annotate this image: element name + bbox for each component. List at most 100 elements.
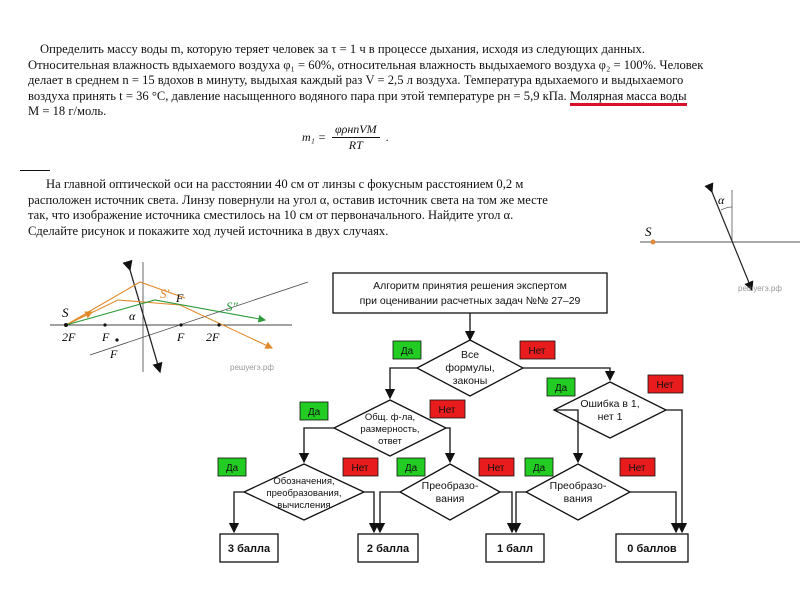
problem-1-text: Определить массу воды m, которую теряет … xyxy=(28,42,788,120)
yes-tag xyxy=(392,340,422,360)
F-right-label: F xyxy=(176,330,185,344)
decision-notation-line-3: вычисления xyxy=(277,500,330,511)
arrow xyxy=(554,409,584,464)
ray-diagram: S S′ S″ F α 2F F F F 2F решуегэ.рф xyxy=(50,259,309,374)
source-label: S xyxy=(645,224,652,239)
angle-arc xyxy=(720,206,733,211)
tilted-lens xyxy=(122,259,163,374)
yes-label: Да xyxy=(401,346,414,357)
decision-general-formula xyxy=(332,399,448,457)
decision-general-line-3: ответ xyxy=(378,436,402,447)
problem-2-line-1: На главной оптической оси на расстоянии … xyxy=(46,177,524,191)
problem-2-line-4: Сделайте рисунок и покажите ход лучей ис… xyxy=(28,223,389,238)
watermark: решуегэ.рф xyxy=(738,284,782,293)
decision-general-line-1: Общ. ф-ла, xyxy=(365,412,415,423)
flowchart-title-box xyxy=(332,272,608,314)
arrow xyxy=(630,491,682,534)
arrow xyxy=(666,409,688,534)
2F-right-label: 2F xyxy=(206,330,220,344)
decision-general-line-2: размерность, xyxy=(360,424,419,435)
yes-tag xyxy=(546,377,576,397)
decision-error-line-2: нет 1 xyxy=(598,411,623,423)
yes-label: Да xyxy=(405,463,418,474)
problem-1-line-4: воздуха принять t = 36 °C, давление насы… xyxy=(28,88,788,106)
result-1-label: 1 балл xyxy=(497,543,533,555)
decision-error-line-1: Ошибка в 1, xyxy=(580,398,639,410)
focus-dot xyxy=(179,323,183,327)
problem-1-line-3: делает в среднем n = 15 вдохов в минуту,… xyxy=(28,73,684,87)
no-tag xyxy=(478,457,515,477)
yes-label: Да xyxy=(555,383,568,394)
yes-label: Да xyxy=(533,463,546,474)
problem-2-line-3: так, что изображение источника сместилос… xyxy=(28,208,514,222)
S-prime-label: S′ xyxy=(160,286,170,301)
formula-end: . xyxy=(385,130,389,144)
decision-all-line-2: формулы, xyxy=(445,362,494,374)
arrow xyxy=(374,491,400,534)
yes-tag xyxy=(396,457,426,477)
focus-dot xyxy=(103,323,107,327)
arrow xyxy=(364,491,380,534)
yes-tag xyxy=(524,457,554,477)
result-2-points xyxy=(357,533,419,563)
flowchart xyxy=(217,272,689,563)
result-2-label: 2 балла xyxy=(367,543,410,555)
problem-1-line-5: M = 18 г/моль. xyxy=(28,104,107,118)
result-0-points xyxy=(615,533,689,563)
arrow xyxy=(298,427,334,464)
problem-1-line-2: Относительная влажность вдыхаемого возду… xyxy=(28,57,704,72)
no-label: Нет xyxy=(487,463,504,474)
source-point xyxy=(64,323,68,327)
formula-lhs: m₁ = xyxy=(302,130,326,144)
yes-tag xyxy=(299,401,329,421)
secondary-axis xyxy=(89,281,309,356)
arrow xyxy=(510,491,526,534)
arrow xyxy=(444,427,456,464)
source-point xyxy=(650,239,656,245)
formula-denominator: RT xyxy=(348,138,363,152)
2F-left-label: 2F xyxy=(62,330,76,344)
arrow xyxy=(384,367,417,400)
no-label: Нет xyxy=(351,463,368,474)
problem-1-line-1: Определить массу воды m, которую теряет … xyxy=(40,42,645,56)
tilted-lens-diagram: S α решуегэ.рф xyxy=(640,182,800,293)
decision-notation-line-2: преобразования, xyxy=(267,488,342,499)
no-tag xyxy=(619,457,656,477)
decision-transform-1-line-1: Преобразо- xyxy=(422,480,479,492)
orange-ray-2 xyxy=(65,281,186,326)
decision-transform-2-line-1: Преобразо- xyxy=(550,480,607,492)
decision-notation xyxy=(242,463,366,521)
F-top-label: F xyxy=(175,291,184,305)
result-0-label: 0 баллов xyxy=(627,543,677,555)
separator-line xyxy=(20,170,50,171)
flowchart-title-line-2: при оценивании расчетных задач №№ 27–29 xyxy=(360,295,581,307)
F-lower-label: F xyxy=(109,347,118,361)
result-1-point xyxy=(485,533,545,563)
tilted-lens xyxy=(704,182,754,292)
green-ray xyxy=(65,299,267,326)
decision-all-line-3: законы xyxy=(453,375,488,387)
decision-transform-1 xyxy=(398,463,502,521)
arrow xyxy=(523,367,616,382)
problem-1-line-4a: воздуха принять t = 36 °C, давление насы… xyxy=(28,88,567,103)
focus-dot xyxy=(217,323,221,327)
focus-dot xyxy=(115,338,119,342)
yes-label: Да xyxy=(308,407,321,418)
arrow xyxy=(228,491,244,534)
decision-error-in-one xyxy=(552,381,668,439)
no-label: Нет xyxy=(656,380,673,391)
arrow xyxy=(500,491,518,534)
decision-all-line-1: Все xyxy=(461,349,479,361)
no-tag xyxy=(647,374,684,394)
decision-transform-1-line-2: вания xyxy=(436,493,465,505)
flowchart-text: Алгоритм принятия решения экспертом при … xyxy=(226,280,677,555)
angle-alpha-label: α xyxy=(718,193,725,207)
no-tag xyxy=(429,399,466,419)
no-label: Нет xyxy=(628,463,645,474)
alpha-label: α xyxy=(129,309,136,323)
problem-2-text: На главной оптической оси на расстоянии … xyxy=(28,177,616,239)
flowchart-title-line-1: Алгоритм принятия решения экспертом xyxy=(373,280,567,292)
yes-label: Да xyxy=(226,463,239,474)
